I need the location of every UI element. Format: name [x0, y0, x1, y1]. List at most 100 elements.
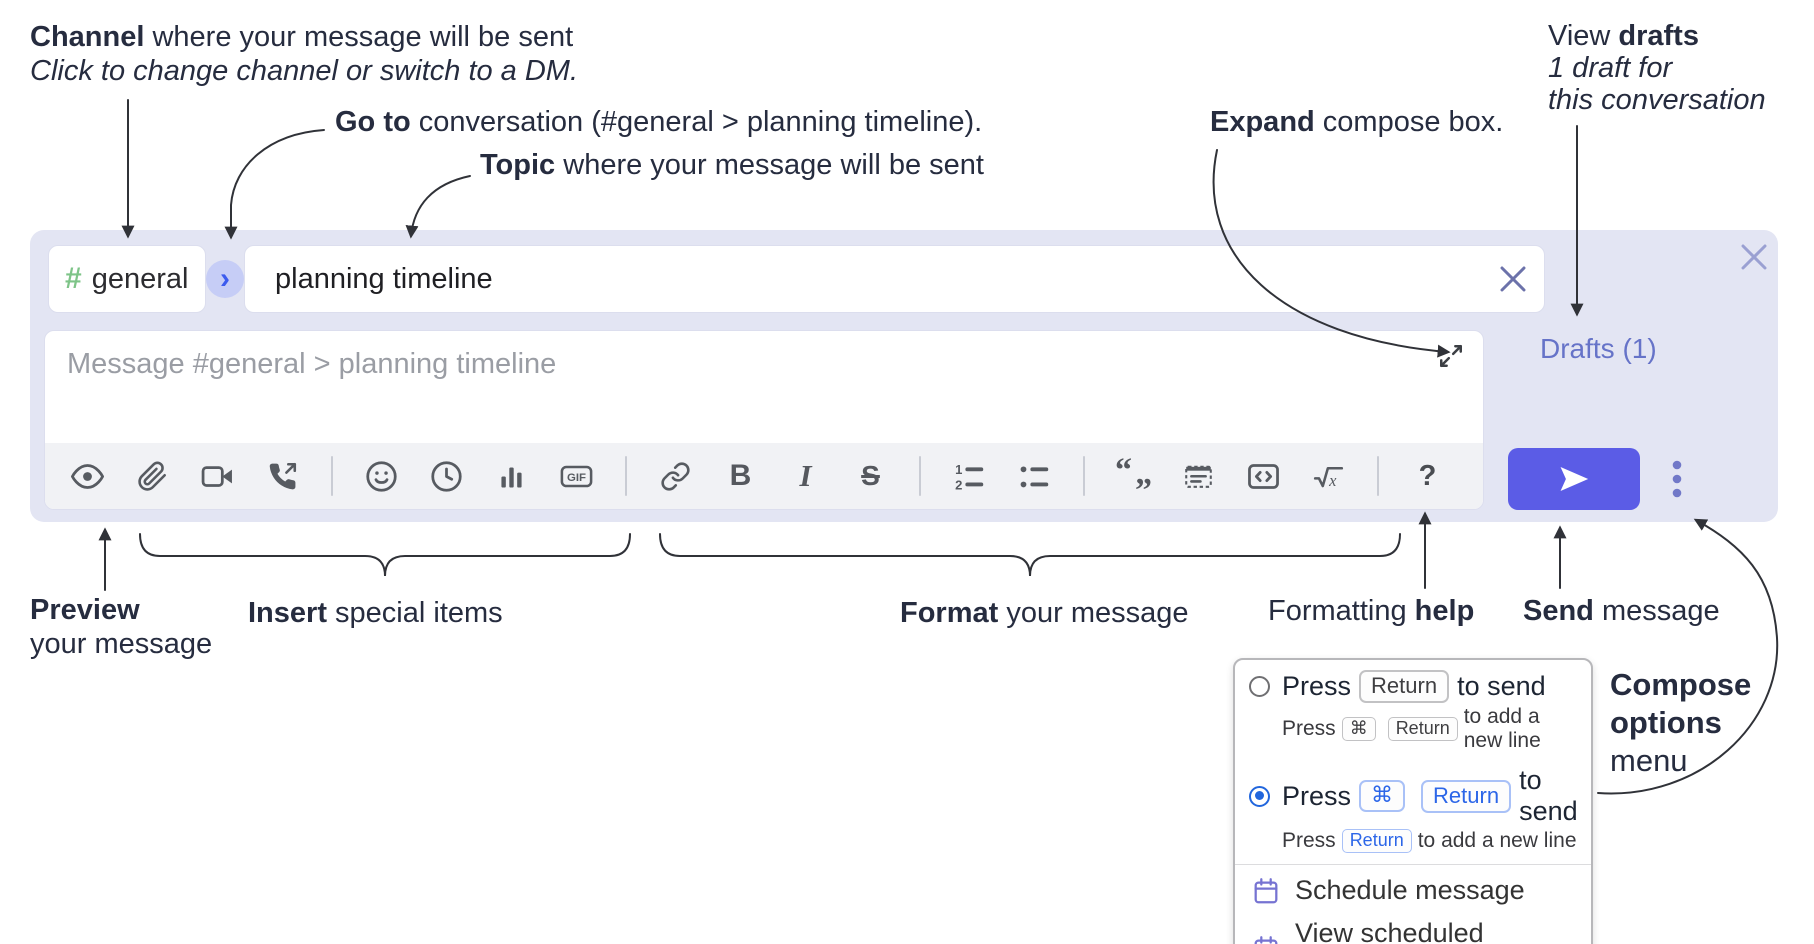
annotation-go-to: Go to conversation (#general > planning …: [335, 106, 983, 138]
numbered-list-icon: 12: [955, 461, 984, 492]
calendar-icon: [1254, 877, 1278, 903]
brace-format: [659, 533, 1401, 577]
menu-item-view-scheduled-messages[interactable]: View scheduled messages: [1235, 912, 1591, 944]
bulleted-list-icon: [1020, 465, 1049, 487]
radio-selected-icon: [1249, 785, 1270, 807]
vertical-ellipsis-icon: [1672, 460, 1682, 498]
annotation-preview: Preview your message: [30, 594, 213, 660]
quote-icon: “”: [1115, 452, 1152, 509]
topic-input-wrapper: [244, 245, 1545, 313]
channel-hash-icon: #: [65, 262, 82, 295]
toolbar-divider: [1083, 456, 1085, 496]
svg-text:1: 1: [955, 461, 962, 476]
spoiler-icon: [1185, 465, 1212, 488]
annotation-channel: Channel where your message will be sent …: [30, 20, 578, 88]
leader-topic: [405, 175, 471, 239]
kbd-return: Return: [1341, 829, 1412, 853]
italic-icon: I: [799, 458, 812, 493]
toolbar-divider: [1377, 456, 1379, 496]
menu-item-schedule-message[interactable]: Schedule message: [1235, 869, 1591, 912]
leader-go-to: [224, 129, 325, 240]
drafts-link[interactable]: Drafts (1): [1540, 333, 1657, 364]
annotation-channel-rest: where your message will be sent: [144, 21, 574, 53]
send-icon: [1560, 466, 1589, 492]
video-camera-icon: [201, 465, 232, 487]
spoiler-button[interactable]: [1182, 456, 1215, 496]
expand-compose-button[interactable]: [1433, 339, 1469, 375]
svg-text:2: 2: [955, 477, 962, 492]
code-button[interactable]: [1247, 456, 1280, 496]
clock-icon: [431, 460, 462, 492]
video-call-button[interactable]: [201, 456, 234, 496]
topic-input[interactable]: [245, 246, 1544, 312]
strikethrough-button[interactable]: S: [854, 456, 887, 496]
italic-button[interactable]: I: [789, 456, 822, 496]
menu-item-label: Schedule message: [1295, 875, 1525, 905]
strikethrough-icon: S: [861, 460, 880, 491]
message-box: GIF B I S 12 “” x ?: [44, 330, 1484, 510]
annotation-channel-bold: Channel: [30, 21, 145, 53]
brace-insert: [139, 533, 631, 577]
math-button[interactable]: x: [1312, 456, 1345, 496]
kbd-return: Return: [1421, 779, 1512, 813]
compose-options-button[interactable]: [1656, 448, 1698, 510]
topic-clear-button[interactable]: [1496, 263, 1530, 297]
annotation-insert: Insert special items: [248, 597, 503, 629]
preview-button[interactable]: [71, 456, 104, 496]
time-button[interactable]: [430, 456, 463, 496]
compose-close-button[interactable]: [1736, 240, 1772, 276]
toolbar-divider: [331, 456, 333, 496]
channel-selector[interactable]: # general: [48, 245, 206, 313]
link-button[interactable]: [659, 456, 692, 496]
poll-button[interactable]: [495, 456, 528, 496]
kbd-cmd: ⌘: [1341, 717, 1376, 741]
expand-icon: [1440, 344, 1462, 367]
code-icon: [1248, 463, 1279, 489]
question-mark-icon: ?: [1418, 459, 1437, 492]
send-button[interactable]: [1508, 448, 1640, 510]
kbd-return: Return: [1387, 717, 1458, 741]
channel-name: general: [91, 262, 189, 295]
attach-file-button[interactable]: [136, 456, 169, 496]
emoji-button[interactable]: [365, 456, 398, 496]
phone-outgoing-icon: [269, 462, 297, 489]
annotation-channel-line2: Click to change channel or switch to a D…: [30, 55, 579, 87]
go-to-conversation-button[interactable]: ›: [206, 260, 244, 298]
bold-icon: B: [729, 459, 752, 492]
annotation-format: Format your message: [900, 597, 1189, 629]
help-button[interactable]: ?: [1411, 456, 1444, 496]
close-icon: [1500, 266, 1526, 291]
gif-button[interactable]: GIF: [560, 456, 593, 496]
annotation-view-drafts: View drafts 1 draft for this conversatio…: [1548, 20, 1766, 116]
toolbar-divider: [919, 456, 921, 496]
square-root-icon: x: [1313, 466, 1344, 490]
quote-button[interactable]: “”: [1115, 452, 1152, 509]
menu-divider: [1235, 864, 1591, 865]
message-input-area: [45, 331, 1483, 445]
link-icon: [661, 461, 690, 491]
voice-call-button[interactable]: [266, 456, 299, 496]
smiley-icon: [366, 460, 397, 492]
svg-text:x: x: [1328, 471, 1337, 490]
close-icon: [1741, 244, 1767, 269]
bar-chart-icon: [501, 466, 522, 487]
gif-icon: GIF: [560, 465, 593, 487]
annotation-formatting-help: Formatting help: [1268, 595, 1475, 627]
annotation-compose-options: Compose options menu: [1610, 667, 1752, 778]
bulleted-list-button[interactable]: [1018, 456, 1051, 496]
radio-unselected-icon: [1249, 676, 1270, 697]
kbd-cmd: ⌘: [1359, 780, 1406, 812]
svg-text:GIF: GIF: [567, 472, 586, 484]
annotation-topic: Topic where your message will be sent: [480, 149, 984, 181]
calendar-grid-icon: [1254, 936, 1278, 944]
bold-button[interactable]: B: [724, 456, 757, 496]
message-input[interactable]: [45, 331, 1483, 445]
